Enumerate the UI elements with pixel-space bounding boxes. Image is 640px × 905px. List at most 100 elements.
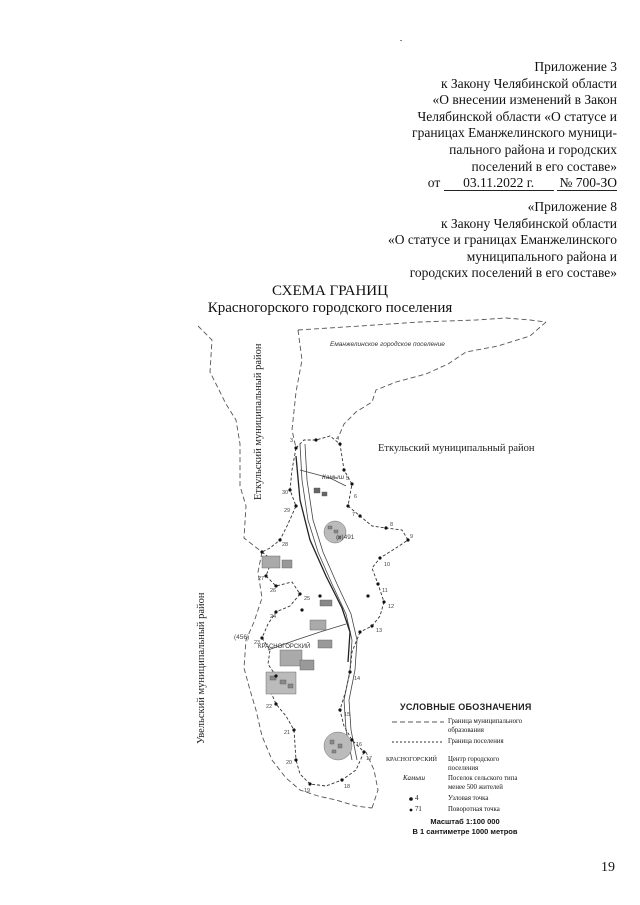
- point-number: 6: [354, 494, 358, 500]
- point-number: 24: [270, 614, 277, 620]
- legend-item-turn: Поворотная точка: [448, 806, 500, 813]
- main-road: [267, 443, 358, 761]
- point-number: 11: [382, 588, 388, 594]
- law-date: 03.11.2022 г.: [443, 176, 554, 192]
- appendix-3-line: к Закону Челябинской области: [440, 75, 617, 91]
- boundary-north-inner: [291, 329, 303, 449]
- point-number: 22: [266, 704, 273, 710]
- point-number: 28: [282, 542, 289, 548]
- point-number: 27: [258, 576, 265, 582]
- block-east: [299, 659, 315, 671]
- legend-turn-point: [409, 808, 413, 812]
- title-line-1: СХЕМА ГРАНИЦ: [272, 283, 388, 299]
- point-number: 25: [304, 596, 311, 602]
- point-number: 7: [352, 512, 356, 518]
- boundary-north-east: [337, 321, 547, 439]
- map-scale: Масштаб 1:100 000 В 1 сантиметре 1000 ме…: [400, 817, 530, 837]
- point-number: 4: [336, 436, 340, 442]
- legend-node-point: [409, 797, 413, 801]
- municipal-boundary: [197, 317, 547, 809]
- date-number-line: от 03.11.2022 г. № 700-ЗО: [412, 175, 617, 192]
- law-number: № 700-ЗО: [557, 176, 617, 192]
- appendix-3-block: Приложение 3 к Закону Челябинской област…: [412, 59, 617, 192]
- point-number: 13: [376, 628, 383, 634]
- point-number: 5: [346, 476, 350, 482]
- appendix-8-line: городских поселений в его составе»: [409, 265, 617, 281]
- block: [287, 683, 294, 689]
- appendix-3-line: границах Еманжелинского муници-: [412, 125, 617, 141]
- appendix-3-title: Приложение 3: [534, 59, 617, 74]
- legend-symbol-village: Камыш: [403, 775, 425, 782]
- point-number: 12: [388, 604, 395, 610]
- appendix-3-line: пального района и городских: [449, 141, 617, 157]
- point-number: 19: [304, 788, 311, 794]
- boundary-west-upper: [197, 325, 263, 553]
- point-number: 10: [384, 562, 391, 568]
- legend-title: УСЛОВНЫЕ ОБОЗНАЧЕНИЯ: [400, 702, 532, 712]
- legend-item-settlement: Граница поселения: [448, 738, 504, 745]
- from-label: от: [427, 175, 441, 191]
- point-number: 14: [354, 676, 361, 682]
- block: [337, 743, 343, 749]
- point-number: 9: [410, 534, 414, 540]
- block: [329, 739, 335, 745]
- block-mid: [319, 599, 333, 607]
- block: [327, 525, 333, 530]
- boundary-west-lower: [243, 551, 373, 809]
- point-number: 23: [254, 640, 261, 646]
- legend-item-node: Узловая точка: [448, 795, 489, 802]
- label-center-krasnogorsky: КРАСНОГОРСКИЙ: [258, 644, 311, 650]
- legend-item-village: Поселок сельского типа менее 500 жителей: [448, 775, 518, 791]
- legend-node-label: 4: [415, 795, 419, 802]
- label-emanzhelinsk: Еманжелинское городское поселение: [330, 341, 445, 348]
- road-branch: [299, 469, 347, 487]
- block: [269, 675, 277, 681]
- boundary-east: [347, 505, 409, 633]
- town-krasnogorsky: [279, 649, 303, 667]
- legend-symbol-center: КРАСНОГОРСКИЙ: [386, 757, 438, 763]
- block: [333, 529, 339, 534]
- boundary-top: [297, 317, 547, 331]
- point-number: 17: [366, 756, 373, 762]
- road-west-branch: [267, 623, 347, 651]
- railway-line: [295, 455, 351, 663]
- block-west: [261, 555, 281, 569]
- page-number: 19: [601, 860, 615, 875]
- point-number: 15: [344, 712, 351, 718]
- boundary-south: [365, 751, 379, 809]
- label-height-right: (х)491: [336, 534, 355, 541]
- label-etkul-horizontal: Еткульский муниципальный район: [378, 443, 535, 454]
- appendix-8-line: к Закону Челябинской области: [440, 215, 617, 231]
- appendix-8-block: «Приложение 8 к Закону Челябинской облас…: [388, 199, 617, 282]
- block-center: [317, 639, 333, 649]
- boundary-east-lower: [339, 631, 365, 753]
- appendix-3-line: Челябинской области «О статусе и: [417, 108, 617, 124]
- appendix-3-line: поселений в его составе»: [471, 158, 617, 174]
- point-number: 3: [290, 438, 294, 444]
- block: [279, 679, 287, 685]
- block-west: [281, 559, 293, 569]
- block-kamysh: [321, 491, 328, 497]
- appendix-3-line: «О внесении изменений в Закон: [432, 92, 617, 108]
- boundary-north: [295, 435, 353, 507]
- boundary-points: [260, 438, 410, 786]
- appendix-8-line: «О статусе и границах Еманжелинского: [387, 232, 617, 248]
- page-title: СХЕМА ГРАНИЦ Красногорского городского п…: [150, 283, 510, 317]
- block: [331, 749, 337, 754]
- point-number: 8: [390, 522, 394, 528]
- scale-note: В 1 сантиметре 1000 метров: [412, 827, 518, 836]
- appendix-8-line: муниципального района и: [466, 248, 617, 264]
- block-center: [309, 619, 327, 631]
- settlement-blocks: [261, 487, 353, 761]
- label-height-left: (456): [234, 634, 250, 641]
- block: [337, 535, 342, 540]
- legend-turn-label: 71: [415, 806, 422, 813]
- point-number: 26: [270, 588, 277, 594]
- road-right: [304, 443, 358, 761]
- appendix-8-line: «Приложение 8: [527, 199, 617, 214]
- title-line-2: Красногорского городского поселения: [207, 300, 453, 316]
- point-number: 16: [356, 742, 363, 748]
- scan-mark: [400, 40, 402, 41]
- boundary-west: [261, 447, 297, 553]
